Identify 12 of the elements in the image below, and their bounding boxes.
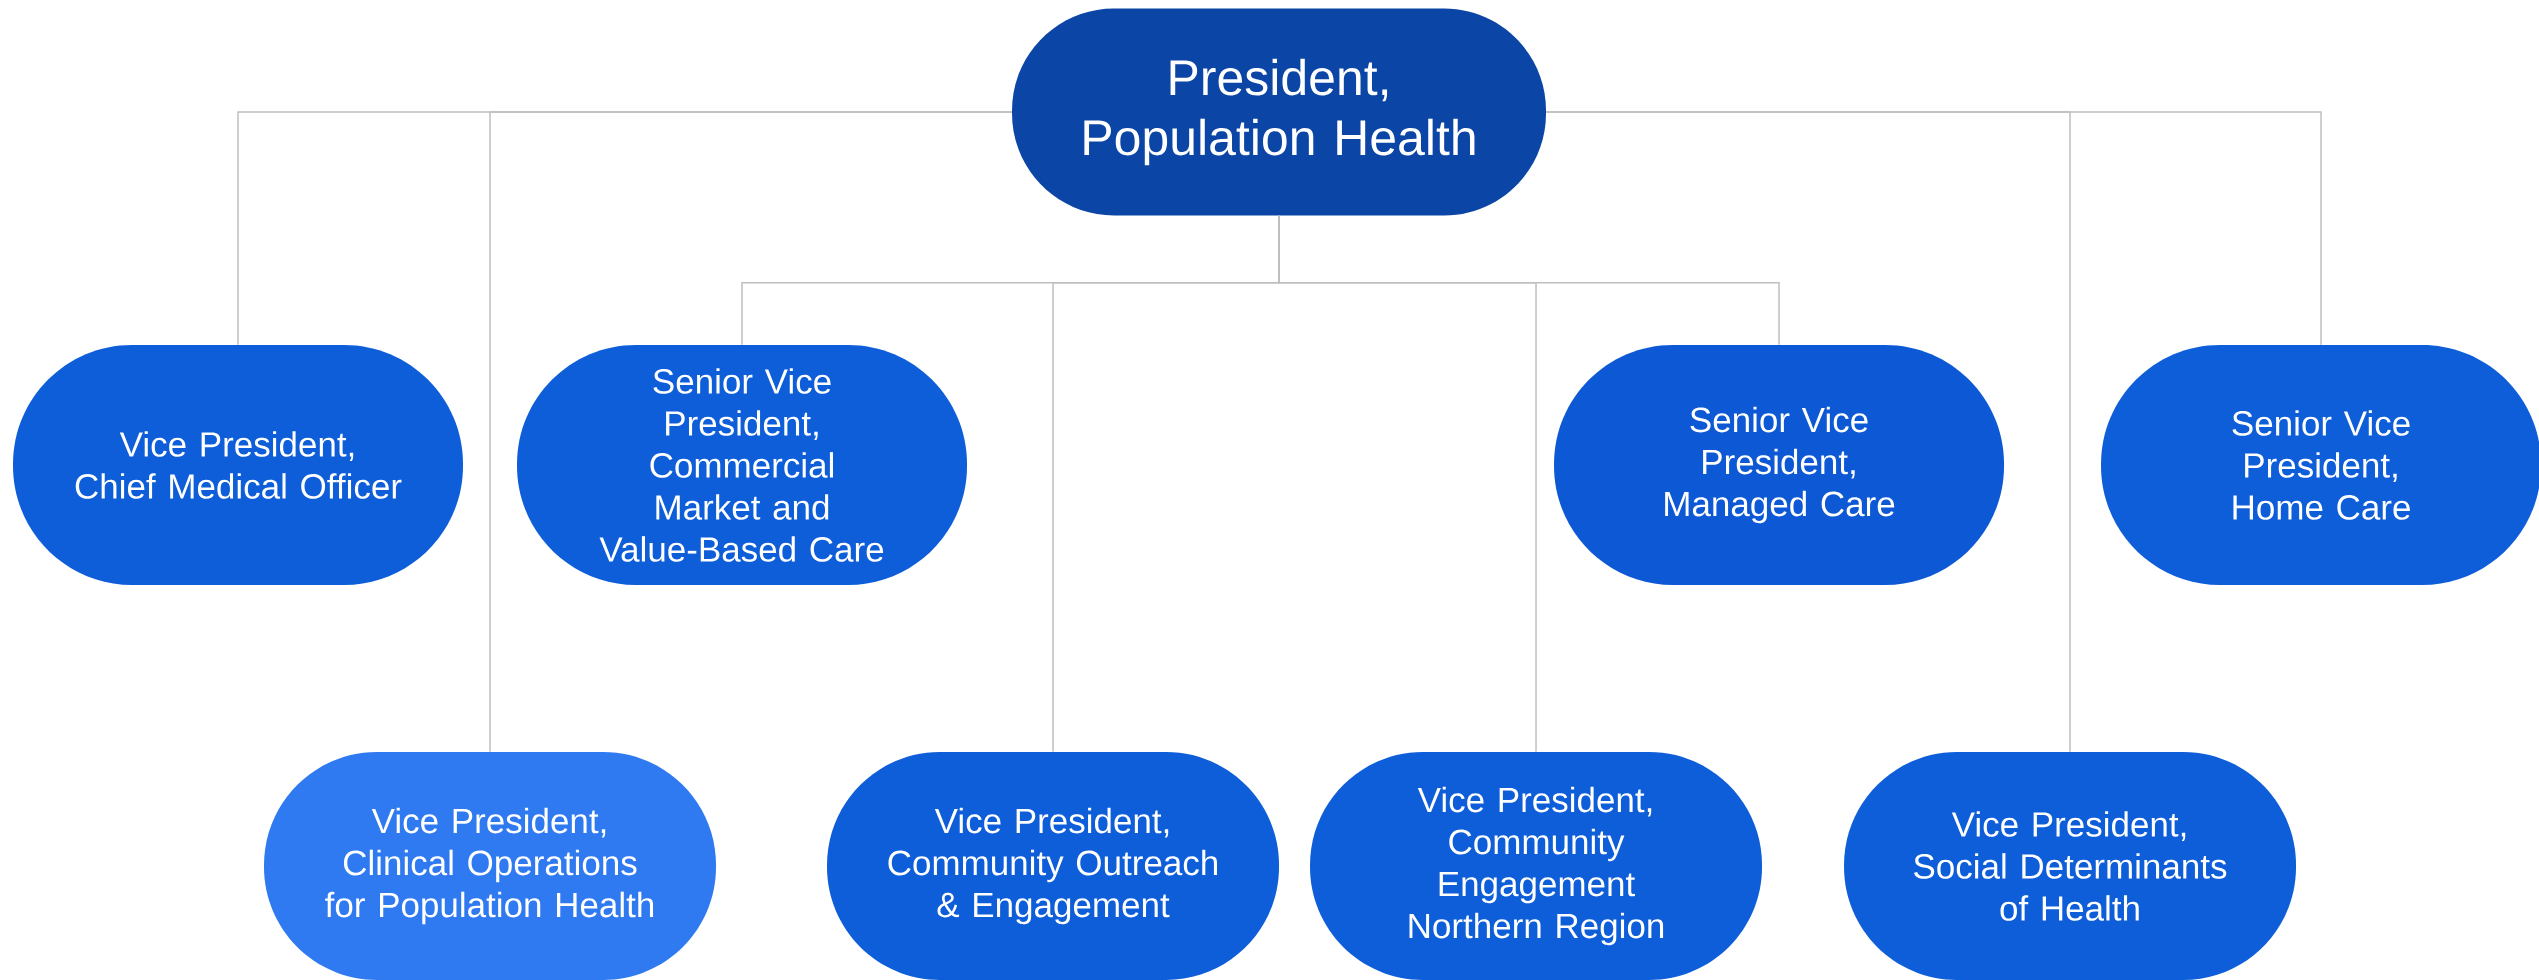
connector-line: [1545, 111, 2322, 346]
role-box: Senior Vice President, Managed Care: [1554, 345, 2005, 585]
role-box: Senior Vice President, Commercial Market and Value-Based Care: [517, 345, 967, 585]
connector-line: [489, 111, 1013, 753]
connector-line: [1278, 214, 1780, 346]
role-box: Senior Vice President, Home Care: [2101, 345, 2539, 585]
role-box: Vice President, Social Determinants of Health: [1844, 752, 2297, 980]
role-box: President, Population Health: [1012, 8, 1546, 216]
role-box: Vice President, Community Engagement Northern Region: [1310, 752, 1763, 980]
role-box: Vice President, Community Outreach & Engagement: [827, 752, 1279, 980]
role-box: Vice President, Clinical Operations for Population Health: [264, 752, 716, 980]
role-box: Vice President, Chief Medical Officer: [13, 345, 463, 585]
